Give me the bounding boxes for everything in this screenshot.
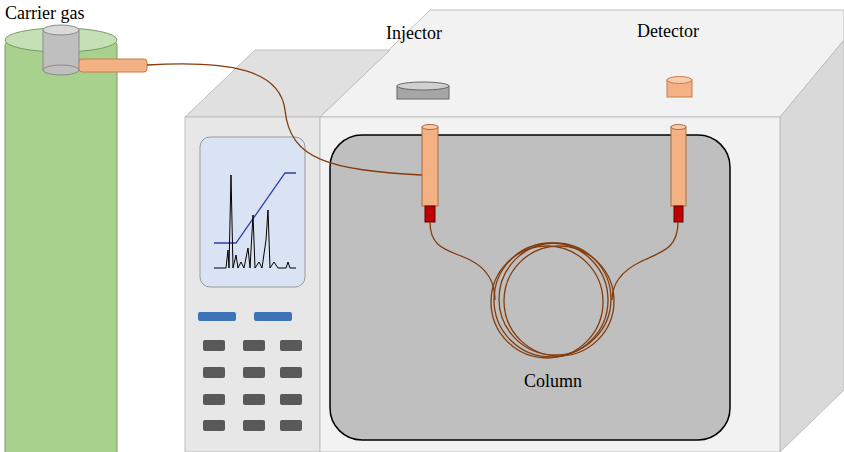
oven-front bbox=[320, 117, 780, 452]
control-panel bbox=[185, 117, 320, 452]
key bbox=[280, 394, 302, 405]
outlet-pipe bbox=[79, 59, 147, 72]
key bbox=[203, 367, 225, 378]
screen bbox=[200, 137, 305, 287]
key bbox=[280, 420, 302, 431]
key bbox=[243, 394, 265, 405]
injector-liner bbox=[425, 206, 435, 222]
injector-top bbox=[397, 82, 449, 90]
key bbox=[203, 394, 225, 405]
button bbox=[254, 312, 292, 321]
key bbox=[203, 420, 225, 431]
column-loop bbox=[499, 243, 611, 355]
part-label: Column bbox=[524, 372, 582, 392]
detector-top bbox=[667, 77, 692, 84]
button bbox=[198, 312, 236, 321]
injector-port-top bbox=[422, 125, 438, 130]
regulator-top bbox=[43, 25, 79, 35]
gas-line bbox=[147, 64, 422, 175]
part-label: Injector bbox=[386, 24, 442, 44]
temperature-ramp bbox=[214, 173, 296, 243]
key bbox=[280, 367, 302, 378]
part-label: Carrier gas bbox=[5, 4, 84, 24]
chromatogram bbox=[214, 175, 296, 268]
detector-liner bbox=[674, 206, 683, 222]
regulator-base bbox=[43, 65, 79, 75]
oven-top bbox=[320, 10, 844, 117]
regulator bbox=[43, 30, 79, 70]
column-loop bbox=[494, 243, 608, 357]
detector-port-top bbox=[671, 125, 686, 130]
key bbox=[243, 420, 265, 431]
column-loop bbox=[504, 246, 614, 356]
panel-top bbox=[185, 50, 390, 117]
oven-window bbox=[330, 135, 730, 440]
gas-cylinder bbox=[5, 40, 117, 452]
key bbox=[280, 340, 302, 351]
oven-side bbox=[780, 40, 844, 452]
injector-port bbox=[422, 127, 438, 206]
part-label: Detector bbox=[637, 22, 699, 42]
column-inlet bbox=[430, 222, 495, 300]
key bbox=[203, 340, 225, 351]
key bbox=[243, 340, 265, 351]
key bbox=[243, 367, 265, 378]
detector-port bbox=[671, 127, 686, 206]
column-coil bbox=[491, 243, 614, 358]
column-outlet bbox=[612, 222, 678, 300]
keypad bbox=[203, 340, 302, 431]
